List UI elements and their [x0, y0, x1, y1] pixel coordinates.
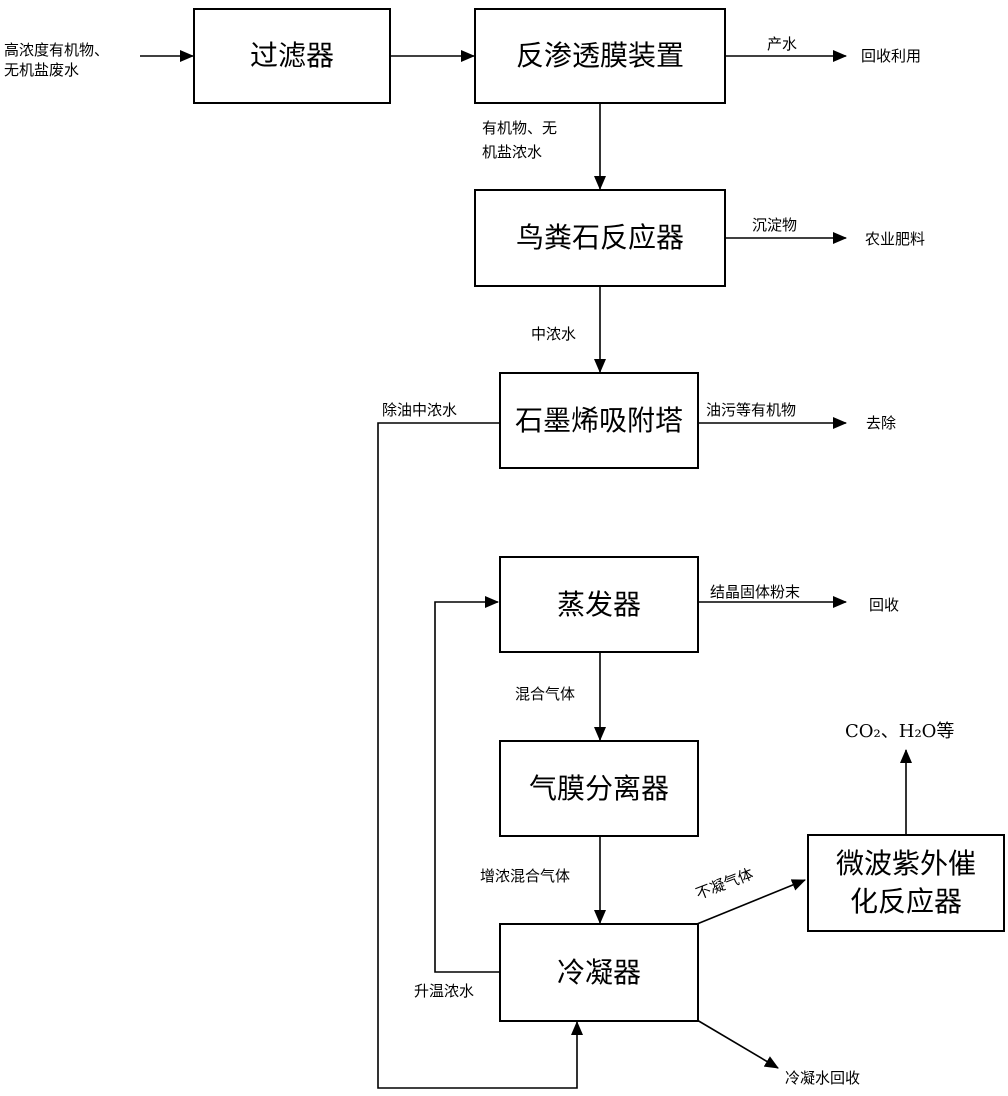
fertilizer-label: 农业肥料: [865, 230, 926, 248]
loop-deoiled-water-to-condenser: [377, 422, 583, 1089]
oil-organics-label: 油污等有机物: [706, 401, 797, 419]
ro-concentrate-line-1: 有机物、无: [482, 119, 558, 137]
microwave-uv-reactor-box: 微波紫外催 化反应器: [807, 834, 1005, 932]
input-line-2: 无机盐废水: [4, 61, 80, 79]
gas-membrane-separator-label: 气膜分离器: [528, 771, 669, 805]
recovery-label: 回收: [869, 596, 900, 614]
struvite-reactor-box: 鸟粪石反应器: [474, 189, 726, 287]
gas-membrane-separator-box: 气膜分离器: [499, 740, 699, 837]
warmed-water-label: 升温浓水: [414, 982, 475, 1000]
graphene-adsorption-box: 石墨烯吸附塔: [499, 372, 699, 469]
microwave-line-2: 化反应器: [849, 885, 962, 918]
filter-label: 过滤器: [249, 39, 334, 72]
ro-concentrate-label: 有机物、无 机盐浓水: [482, 118, 557, 162]
filter-box: 过滤器: [193, 8, 391, 104]
struvite-reactor-label: 鸟粪石反应器: [515, 221, 684, 254]
condenser-box: 冷凝器: [499, 923, 699, 1022]
loop-warmed-water-to-evaporator: [434, 596, 499, 973]
deoiled-water-label: 除油中浓水: [382, 401, 458, 419]
ro-concentrate-line-2: 机盐浓水: [482, 143, 543, 161]
evaporator-label: 蒸发器: [556, 587, 641, 621]
condenser-label: 冷凝器: [556, 955, 641, 989]
arrow-condenser-condensate: [696, 1019, 779, 1069]
microwave-line-1: 微波紫外催: [835, 847, 976, 880]
arrow-condenser-to-microwave: [696, 879, 806, 925]
removal-label: 去除: [866, 414, 897, 432]
reverse-osmosis-label: 反渗透膜装置: [515, 39, 684, 72]
enriched-gas-label: 增浓混合气体: [480, 867, 571, 885]
medium-water-label: 中浓水: [531, 325, 577, 343]
input-line-1: 高浓度有机物、: [4, 41, 110, 59]
reverse-osmosis-box: 反渗透膜装置: [474, 8, 726, 104]
mixed-gas-label: 混合气体: [515, 685, 576, 703]
crystal-powder-label: 结晶固体粉末: [710, 583, 801, 601]
graphene-adsorption-label: 石墨烯吸附塔: [514, 403, 683, 437]
evaporator-box: 蒸发器: [499, 556, 699, 653]
condensate-recovery-label: 冷凝水回收: [785, 1069, 861, 1087]
input-wastewater-label: 高浓度有机物、 无机盐废水: [4, 40, 109, 80]
precipitate-label: 沉淀物: [752, 216, 798, 234]
co2-h2o-label: CO₂、H₂O等: [845, 721, 955, 742]
product-water-label: 产水: [767, 35, 798, 53]
reuse-label: 回收利用: [861, 47, 922, 65]
